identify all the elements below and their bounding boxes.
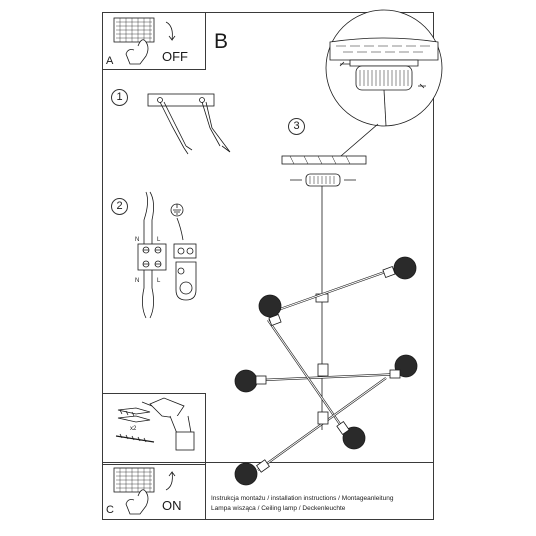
terminal-block-icon <box>137 191 167 319</box>
tools-box <box>102 393 206 465</box>
footer-divider <box>206 462 434 463</box>
bulb-icon <box>393 256 417 280</box>
terminal-label-n-bottom: N <box>135 278 140 284</box>
fuse-box-switch-icon <box>113 17 176 65</box>
bulb-icon <box>342 426 366 450</box>
bulb-sockets <box>255 266 401 473</box>
terminal-label-l-bottom: L <box>157 278 161 284</box>
switch-off-label: OFF <box>162 49 188 64</box>
bulb-icon <box>394 354 418 378</box>
terminal-label-l-top: L <box>157 237 161 243</box>
caption-line-2: Lampa wisząca / Ceiling lamp / Deckenleu… <box>211 505 346 512</box>
wire-strip-icon <box>147 93 231 155</box>
terminal-label-n-top: N <box>135 237 140 243</box>
panel-a-box <box>102 12 206 70</box>
outer-frame <box>102 12 434 520</box>
step-3-badge: 3 <box>288 118 305 135</box>
bulb-icon <box>258 294 282 318</box>
panel-a-letter: A <box>106 55 114 67</box>
panel-c-box <box>102 462 206 520</box>
drill-icon <box>141 397 195 451</box>
ground-terminal-icon <box>170 203 197 301</box>
anchor-count: x2 <box>130 426 137 432</box>
bulb-icon <box>234 369 258 393</box>
step-1-badge: 1 <box>111 89 128 106</box>
panel-b-letter: B <box>214 30 229 53</box>
lamp-body <box>257 264 403 471</box>
wall-plug-icon <box>117 407 151 423</box>
fuse-box-switch-icon-c <box>113 467 176 515</box>
bulbs <box>234 256 418 486</box>
panel-c-letter: C <box>106 504 114 516</box>
bulb-icon <box>234 462 258 486</box>
caption-line-1: Instrukcja montażu / installation instru… <box>211 495 394 502</box>
switch-on-label: ON <box>162 498 182 513</box>
ceiling-mount-icon <box>325 9 443 127</box>
screw-icon <box>115 433 155 443</box>
step-2-badge: 2 <box>111 198 128 215</box>
ceiling-canopy <box>281 155 367 296</box>
